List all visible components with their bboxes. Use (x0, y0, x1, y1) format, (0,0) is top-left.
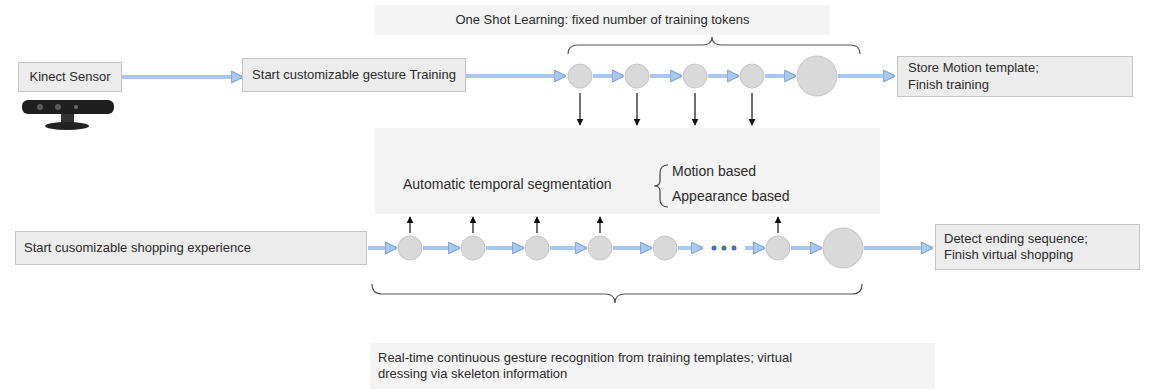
token-circle (683, 64, 707, 88)
segment-arrow (472, 217, 473, 233)
segment-arrow (409, 217, 410, 233)
flow-arrow (745, 246, 764, 250)
segment-arrow (777, 217, 778, 233)
node-label: Store Motion template; Finish training (908, 60, 1068, 93)
token-circle (823, 228, 863, 268)
process-box: Start cusomizable shopping experience (15, 231, 367, 265)
flow-arrow (678, 246, 702, 250)
token-circle (766, 236, 790, 260)
token-circle (525, 236, 549, 260)
process-box: Detect ending sequence; Finish virtual s… (935, 224, 1140, 270)
flow-arrow (613, 246, 651, 250)
flow-arrow (593, 74, 623, 78)
node-label: Start customizable gesture Training (252, 67, 456, 83)
segment-arrow (751, 93, 752, 125)
flow-arrow (368, 246, 396, 250)
node-label: Automatic temporal segmentation (403, 176, 612, 194)
brace (372, 284, 862, 303)
ellipsis-dot (722, 246, 727, 251)
token-circle (461, 236, 485, 260)
flow-arrow (765, 74, 795, 78)
segmentation-panel: Automatic temporal segmentation Motion ba… (375, 128, 880, 214)
kinect-device (22, 100, 114, 130)
sub-label: Appearance based (672, 188, 790, 206)
token-circle (398, 236, 422, 260)
node-label: Real-time continuous gesture recognition… (378, 350, 810, 383)
flow-arrow (838, 74, 894, 78)
token-circle (740, 64, 764, 88)
kinect-base (45, 122, 89, 130)
process-box: Store Motion template; Finish training (897, 56, 1133, 97)
segment-arrow (536, 217, 537, 233)
node-label: Kinect Sensor (30, 69, 111, 85)
kinect-lens (74, 105, 78, 109)
kinect-neck (61, 114, 74, 123)
ellipsis-dot (732, 246, 737, 251)
token-circle (653, 236, 677, 260)
flow-arrow (708, 74, 738, 78)
token-circle (588, 236, 612, 260)
flow-arrow (122, 75, 242, 79)
segment-arrow (636, 93, 637, 125)
flow-arrow (650, 74, 681, 78)
flow-arrow (423, 246, 459, 250)
kinect-lens (37, 104, 43, 110)
flow-arrow (791, 246, 821, 250)
ellipsis-dot (712, 246, 717, 251)
sub-label: Motion based (672, 163, 756, 181)
node-label: Start cusomizable shopping experience (24, 240, 251, 256)
ellipsis-dots (712, 246, 737, 251)
process-box: Kinect Sensor (18, 62, 122, 92)
caption-box: One Shot Learning: fixed number of train… (375, 5, 830, 35)
flow-arrow (466, 74, 565, 78)
flow-arrow (864, 246, 932, 250)
flow-arrow (550, 246, 586, 250)
kinect-body (22, 100, 114, 114)
node-label: Detect ending sequence; Finish virtual s… (944, 231, 1109, 264)
caption-box: Real-time continuous gesture recognition… (370, 343, 935, 389)
segment-arrow (599, 217, 600, 233)
token-circle (625, 64, 649, 88)
curly-bracket (654, 165, 668, 207)
process-box: Start customizable gesture Training (242, 58, 466, 92)
flow-arrows (368, 76, 932, 248)
segment-arrow (579, 93, 580, 125)
kinect-lens (55, 104, 61, 110)
brace (568, 37, 860, 54)
token-circle (568, 64, 592, 88)
segment-arrow (694, 93, 695, 125)
node-label: One Shot Learning: fixed number of train… (455, 12, 749, 28)
token-circle (797, 56, 837, 96)
flow-arrow (486, 246, 523, 250)
